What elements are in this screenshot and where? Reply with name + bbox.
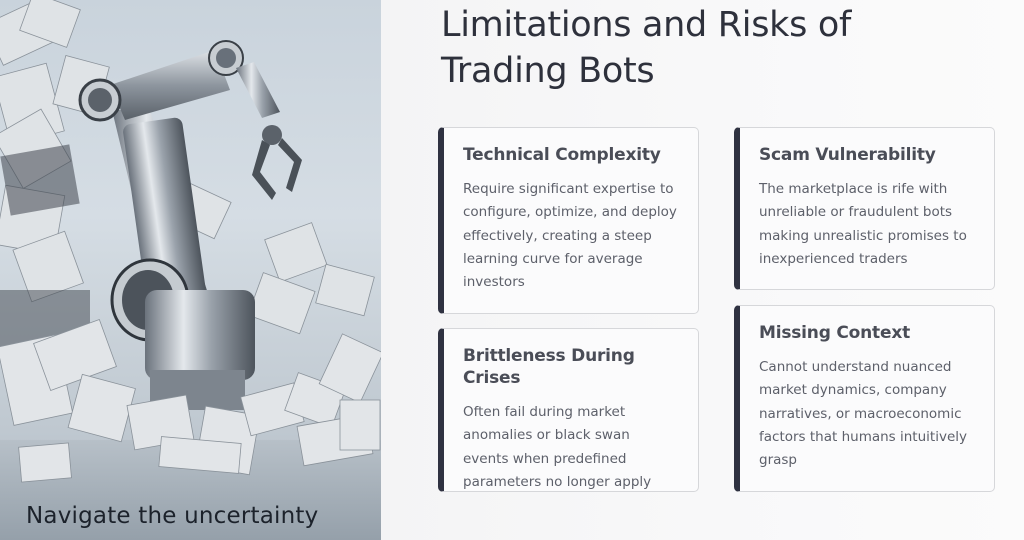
card-title: Technical Complexity bbox=[463, 145, 661, 165]
card-title: Scam Vulnerability bbox=[759, 145, 936, 165]
card-technical-complexity: Technical Complexity Require significant… bbox=[438, 127, 699, 314]
card-missing-context: Missing Context Cannot understand nuance… bbox=[734, 305, 995, 492]
robot-arm-illustration bbox=[0, 0, 381, 540]
card-body: Cannot understand nuanced market dynamic… bbox=[759, 359, 967, 469]
card-body: The marketplace is rife with unreliable … bbox=[759, 181, 967, 267]
card-body: Require significant expertise to configu… bbox=[463, 181, 677, 291]
card-body: Often fail during market anomalies or bl… bbox=[463, 404, 652, 490]
hero-image-panel: Navigate the uncertainty bbox=[0, 0, 381, 540]
hero-caption: Navigate the uncertainty bbox=[26, 503, 319, 529]
card-scam-vulnerability: Scam Vulnerability The marketplace is ri… bbox=[734, 127, 995, 290]
page-title: Limitations and Risks of Trading Bots bbox=[441, 5, 852, 91]
card-title: Missing Context bbox=[759, 323, 911, 343]
card-brittleness-during-crises: Brittleness During Crises Often fail dur… bbox=[438, 328, 699, 492]
card-title: Brittleness During Crises bbox=[463, 346, 635, 388]
